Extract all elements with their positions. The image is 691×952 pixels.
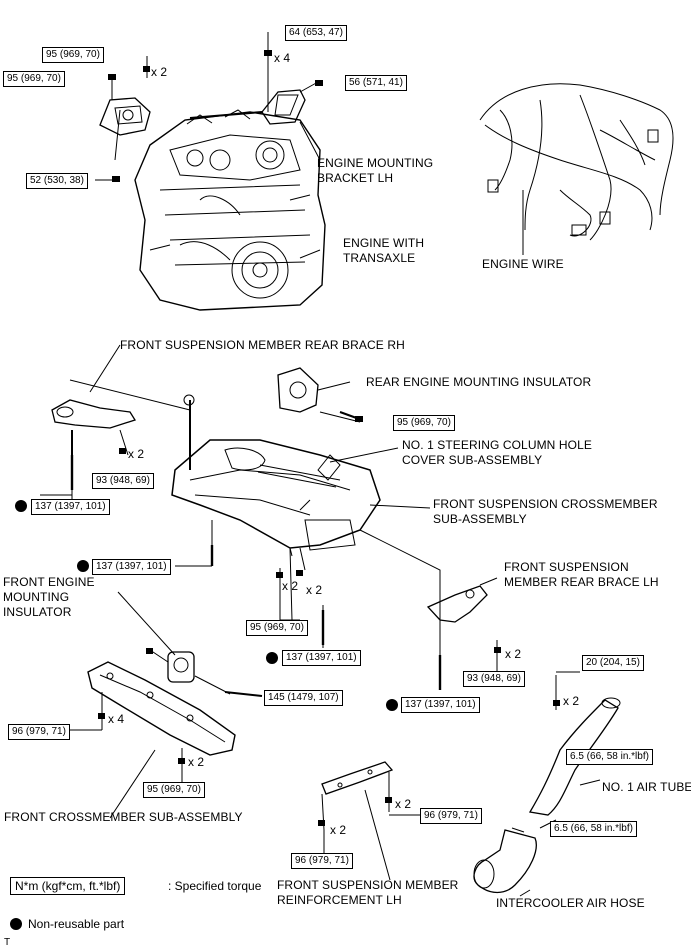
torque-box: 95 (969, 70): [393, 415, 455, 431]
non-reusable-marker: [15, 500, 27, 512]
quantity-label: x 2: [128, 447, 145, 461]
leader-line: [317, 381, 431, 509]
front-engine-mounting-insulator-drawing: [167, 651, 263, 697]
torque-box: 96 (979, 71): [8, 724, 70, 740]
label-front-suspension-crossmember: FRONT SUSPENSION CROSSMEMBER SUB-ASSEMBL…: [433, 497, 658, 526]
torque-box: 137 (1397, 101): [282, 650, 361, 666]
footer-code: T: [4, 937, 11, 948]
torque-box: 6.5 (66, 58 in.*lbf): [566, 749, 653, 765]
label-engine-with-transaxle: ENGINE WITH TRANSAXLE: [343, 236, 425, 265]
quantity-label: x 4: [108, 712, 125, 726]
intercooler-air-hose-drawing: [473, 827, 537, 894]
quantity-label: x 2: [330, 823, 347, 837]
bolt-markers: [98, 50, 560, 826]
non-reusable-marker: [266, 652, 278, 664]
quantity-label: x 2: [188, 755, 205, 769]
non-reusable-marker: [77, 560, 89, 572]
torque-box: 52 (530, 38): [26, 173, 88, 189]
torque-box: 96 (979, 71): [420, 808, 482, 824]
engine-wire-drawing: [479, 83, 674, 241]
long-bolts: [70, 455, 442, 690]
rear-brace-rh-drawing: [51, 399, 136, 470]
reinforcement-lh-drawing: [321, 761, 394, 795]
torque-box: 137 (1397, 101): [31, 499, 110, 515]
quantity-label: x 2: [505, 647, 522, 661]
front-crossmember-drawing: [87, 661, 236, 756]
label-engine-wire: ENGINE WIRE: [482, 257, 564, 271]
air-tube-drawing: [528, 697, 621, 816]
quantity-label: x 2: [306, 583, 323, 597]
torque-box: 96 (979, 71): [291, 853, 353, 869]
label-steering-column-hole-cover: NO. 1 STEERING COLUMN HOLE COVER SUB-ASS…: [402, 438, 592, 467]
torque-box: 6.5 (66, 58 in.*lbf): [550, 821, 637, 837]
torque-box: 20 (204, 15): [582, 655, 644, 671]
torque-box: 95 (969, 70): [246, 620, 308, 636]
quantity-label: x 2: [151, 65, 168, 79]
legend-torque-unit: N*m (kgf*cm, ft.*lbf): [10, 877, 126, 895]
leader-line: [321, 772, 531, 897]
quantity-label: x 2: [563, 694, 580, 708]
torque-box: 95 (969, 70): [143, 782, 205, 798]
engine-mount-bracket-rh-drawing: [99, 97, 151, 136]
legend-torque-description: : Specified torque: [168, 879, 262, 893]
torque-box: 93 (948, 69): [463, 671, 525, 687]
label-intercooler-air-hose: INTERCOOLER AIR HOSE: [496, 896, 645, 910]
label-front-crossmember: FRONT CROSSMEMBER SUB-ASSEMBLY: [4, 810, 243, 824]
label-rear-engine-mounting-insulator: REAR ENGINE MOUNTING INSULATOR: [366, 375, 592, 389]
label-no-1-air-tube: NO. 1 AIR TUBE: [602, 780, 691, 794]
engine-with-transaxle-drawing: [134, 109, 326, 311]
leader-line: [60, 649, 231, 819]
legend-non-reusable-text: Non-reusable part: [28, 917, 125, 931]
label-engine-mounting-bracket-lh: ENGINE MOUNTING BRACKET LH: [317, 156, 434, 185]
torque-box: 137 (1397, 101): [401, 697, 480, 713]
torque-box: 64 (653, 47): [285, 25, 347, 41]
leader-line: [40, 344, 191, 500]
torque-box: 137 (1397, 101): [92, 559, 171, 575]
torque-box: 145 (1479, 107): [264, 690, 343, 706]
torque-box: 95 (969, 70): [3, 71, 65, 87]
leader-line: [117, 529, 498, 690]
torque-box: 93 (948, 69): [92, 473, 154, 489]
label-reinforcement-lh: FRONT SUSPENSION MEMBER REINFORCEMENT LH: [277, 878, 459, 907]
label-front-engine-mounting-insulator: FRONT ENGINE MOUNTING INSULATOR: [3, 575, 95, 619]
quantity-label: x 2: [282, 579, 299, 593]
label-rear-brace-lh: FRONT SUSPENSION MEMBER REAR BRACE LH: [504, 560, 659, 589]
rear-brace-lh-drawing: [426, 585, 488, 623]
torque-box: 95 (969, 70): [42, 47, 104, 63]
non-reusable-marker: [386, 699, 398, 711]
torque-box: 56 (571, 41): [345, 75, 407, 91]
label-rear-brace-rh: FRONT SUSPENSION MEMBER REAR BRACE RH: [120, 338, 405, 352]
engine-mounting-bracket-lh-drawing: [189, 89, 306, 125]
legend-non-reusable-dot: [10, 918, 22, 930]
quantity-label: x 4: [274, 51, 291, 65]
quantity-label: x 2: [395, 797, 412, 811]
leader-line: [299, 121, 524, 259]
